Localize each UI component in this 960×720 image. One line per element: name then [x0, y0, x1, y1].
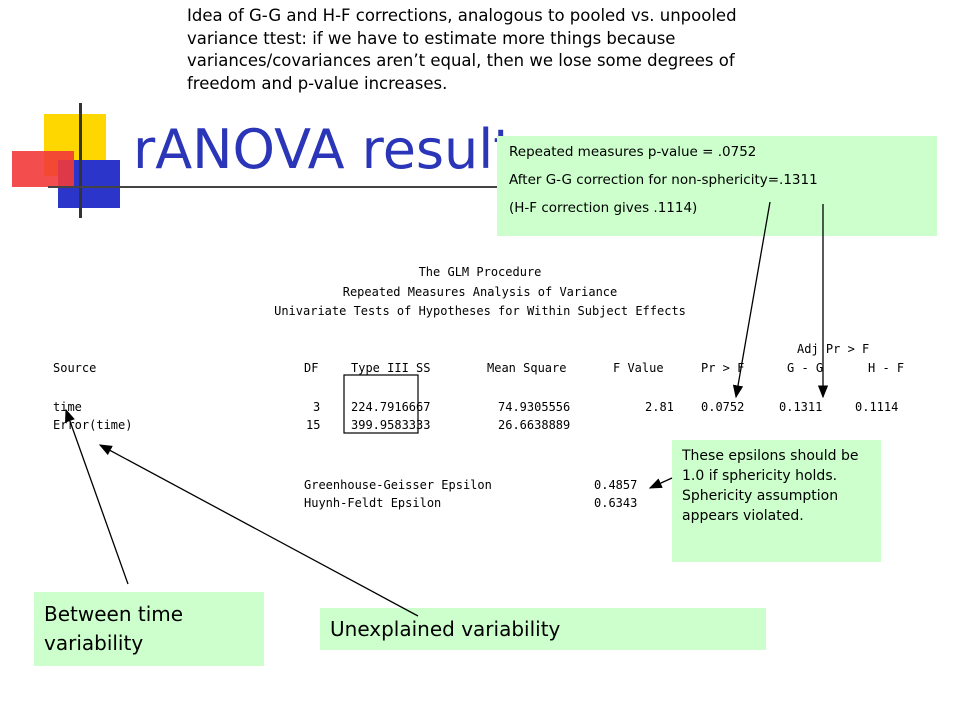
between-variability-callout: Between time variability — [34, 592, 264, 666]
ss-column-highlight-box — [343, 374, 419, 434]
row-error-df: 15 — [306, 418, 321, 432]
pvalue-line-2: After G-G correction for non-sphericity=… — [509, 172, 818, 188]
arrow-to-time-row — [65, 408, 129, 585]
arrow-to-gg-pvalue — [732, 201, 771, 399]
row-error-ms: 26.6638889 — [498, 418, 571, 432]
header-type3-ss: Type III SS — [351, 361, 431, 375]
row-time-gg: 0.1311 — [779, 400, 823, 414]
pvalue-line-1: Repeated measures p-value = .0752 — [509, 144, 757, 160]
row-time-hf: 0.1114 — [855, 400, 899, 414]
glm-subtitle-2: Univariate Tests of Hypotheses for Withi… — [274, 304, 686, 318]
arrow-to-error-row — [98, 444, 419, 617]
row-time-p: 0.0752 — [701, 400, 745, 414]
hf-epsilon-label: Huynh-Feldt Epsilon — [304, 496, 442, 510]
arrow-to-epsilons — [648, 477, 673, 489]
row-time-ms: 74.9305556 — [498, 400, 571, 414]
header-gg: G - G — [787, 361, 824, 375]
gg-epsilon-label: Greenhouse-Geisser Epsilon — [304, 478, 492, 492]
pvalue-line-3: (H-F correction gives .1114) — [509, 200, 698, 216]
slide-title: rANOVA results — [133, 118, 543, 181]
header-source: Source — [53, 361, 97, 375]
adj-pr-header: Adj Pr > F — [797, 342, 870, 356]
top-note: Idea of G-G and H-F corrections, analogo… — [187, 6, 737, 93]
header-df: DF — [304, 361, 319, 375]
header-f-value: F Value — [613, 361, 664, 375]
decorative-horizontal-line — [48, 186, 503, 188]
decorative-red-square — [12, 151, 74, 187]
decorative-vertical-line — [79, 103, 82, 218]
epsilon-callout: These epsilons should be 1.0 if spherici… — [672, 440, 881, 562]
glm-procedure-title: The GLM Procedure — [418, 265, 542, 279]
gg-epsilon-value: 0.4857 — [594, 478, 638, 492]
unexplained-variability-callout: Unexplained variability — [320, 608, 766, 650]
glm-subtitle-1: Repeated Measures Analysis of Variance — [342, 285, 618, 299]
header-mean-square: Mean Square — [487, 361, 567, 375]
pvalue-callout: Repeated measures p-value = .0752 After … — [497, 136, 937, 236]
hf-epsilon-value: 0.6343 — [594, 496, 638, 510]
row-time-df: 3 — [313, 400, 321, 414]
row-error-ss: 399.9583333 — [351, 418, 431, 432]
row-time-ss: 224.7916667 — [351, 400, 431, 414]
header-hf: H - F — [868, 361, 905, 375]
row-time-f: 2.81 — [645, 400, 674, 414]
